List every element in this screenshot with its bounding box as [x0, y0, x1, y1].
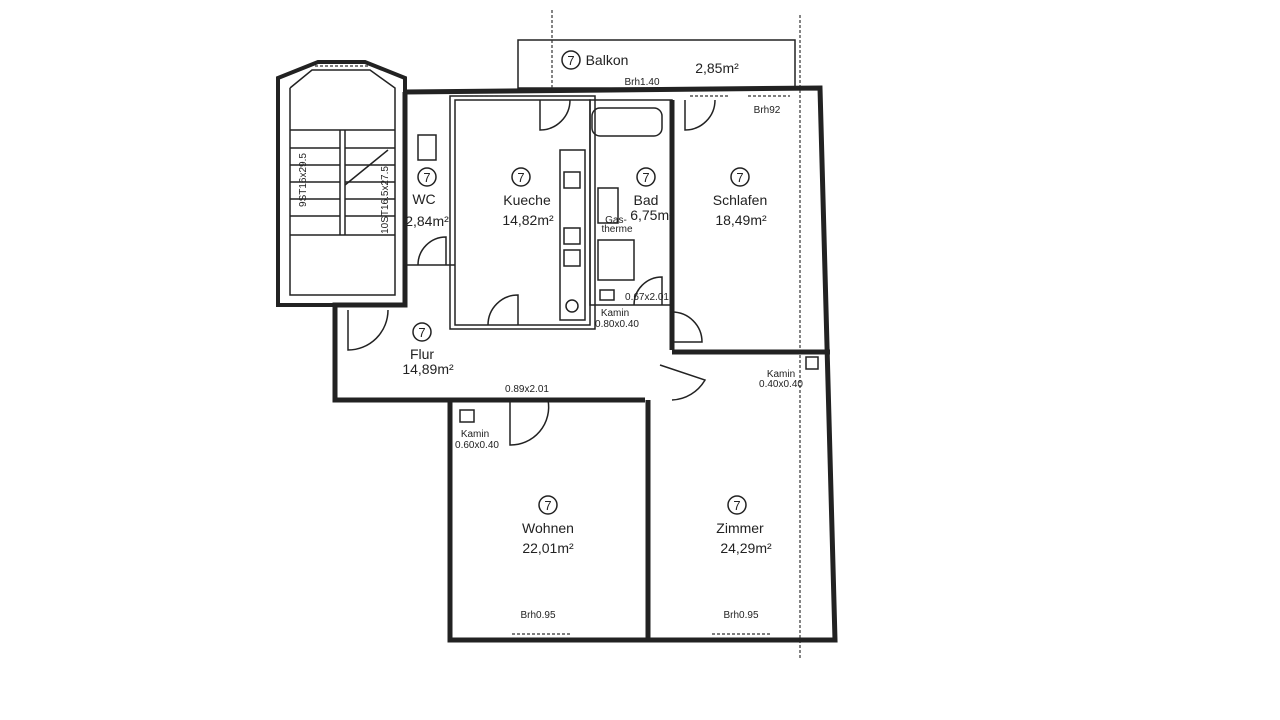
- room-area: 2,85m²: [695, 60, 739, 76]
- door-size-label: 0.89x2.01: [505, 384, 549, 395]
- sill-height-label: Brh92: [754, 105, 781, 116]
- kamin-label: Kamin: [461, 429, 489, 440]
- room-kueche: 7 Kueche 14,82m²: [502, 167, 554, 228]
- stairs-label-1: 9ST16x29.5: [298, 153, 309, 207]
- room-number: 7: [544, 498, 551, 513]
- room-wc: 7 WC 2,84m²: [405, 167, 449, 229]
- room-number: 7: [567, 53, 574, 68]
- room-name: WC: [412, 191, 435, 207]
- room-wohnen: 7 Wohnen 22,01m²: [522, 495, 574, 556]
- room-area: 2,84m²: [405, 213, 449, 229]
- room-flur: 7 Flur 14,89m²: [402, 322, 454, 377]
- room-name: Balkon: [586, 52, 629, 68]
- room-name: Flur: [410, 346, 434, 362]
- room-name: Zimmer: [716, 520, 764, 536]
- room-name: Wohnen: [522, 520, 574, 536]
- door-size-label: 0.67x2.01: [625, 292, 669, 303]
- room-name: Bad: [634, 192, 659, 208]
- kamin-size-label: 0.60x0.40: [455, 440, 499, 451]
- doors: [347, 99, 716, 446]
- gastherme-label: Gas-: [605, 215, 627, 226]
- kamin-label: Kamin: [767, 369, 795, 380]
- sill-height-label: Brh1.40: [624, 77, 659, 88]
- room-number: 7: [733, 498, 740, 513]
- staircase: 9ST16x29.5 10ST16.5x27.5: [276, 60, 407, 307]
- room-area: 22,01m²: [522, 540, 574, 556]
- room-area: 14,89m²: [402, 361, 454, 377]
- room-number: 7: [642, 170, 649, 185]
- room-number: 7: [517, 170, 524, 185]
- room-bad: 7 Bad 6,75m² Gas- therme: [601, 167, 674, 235]
- room-number: 7: [736, 170, 743, 185]
- walls: [332, 85, 838, 643]
- kamin-label: Kamin: [601, 308, 629, 319]
- room-name: Kueche: [503, 192, 551, 208]
- room-area: 14,82m²: [502, 212, 554, 228]
- room-area: 18,49m²: [715, 212, 767, 228]
- room-name: Schlafen: [713, 192, 767, 208]
- windows: [315, 65, 790, 635]
- room-area: 6,75m²: [630, 207, 674, 223]
- room-area: 24,29m²: [720, 540, 772, 556]
- kamin-size-label: 0.80x0.40: [595, 319, 639, 330]
- room-schlafen: 7 Schlafen 18,49m²: [713, 167, 767, 228]
- room-number: 7: [423, 170, 430, 185]
- gastherme-label: therme: [601, 224, 633, 235]
- stairs-label-2: 10ST16.5x27.5: [380, 166, 391, 234]
- room-number: 7: [418, 325, 425, 340]
- sill-height-label: Brh0.95: [520, 610, 555, 621]
- room-zimmer: 7 Zimmer 24,29m²: [716, 495, 772, 556]
- kamin-size-label: 0.40x0.40: [759, 379, 803, 390]
- room-balkon: 7 Balkon 2,85m²: [561, 50, 739, 76]
- sill-height-label: Brh0.95: [723, 610, 758, 621]
